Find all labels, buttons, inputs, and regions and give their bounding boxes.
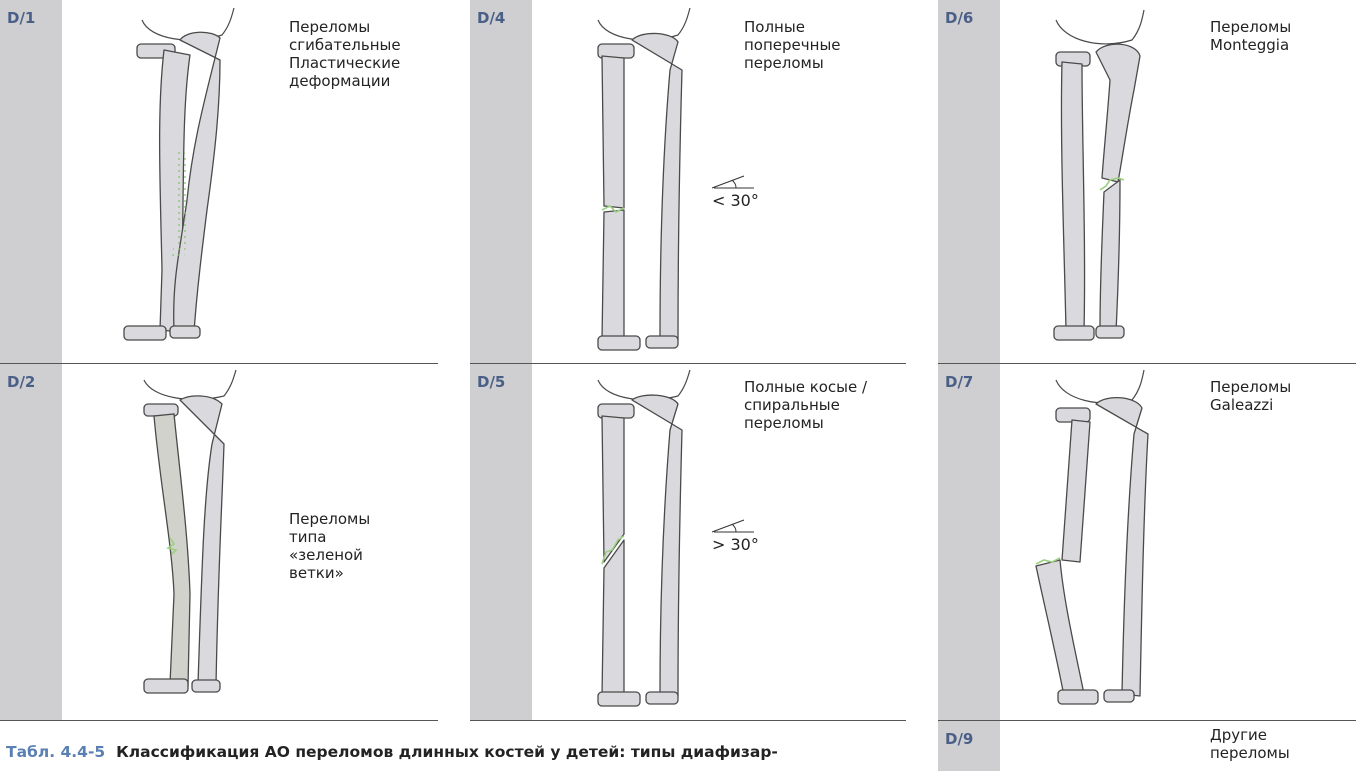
forearm-illustration — [1000, 0, 1356, 364]
forearm-illustration: < 30° — [532, 0, 906, 364]
radius-proximal — [602, 56, 624, 208]
panel-strip — [0, 0, 62, 364]
panel-strip — [0, 364, 62, 721]
radius-proximal — [602, 416, 624, 562]
panel-code: D/7 — [945, 373, 973, 391]
distal-radius — [598, 336, 640, 350]
radius-distal — [1036, 560, 1084, 696]
panel-code: D/4 — [477, 9, 505, 27]
panel-strip — [938, 364, 1000, 721]
panel-code: D/6 — [945, 9, 973, 27]
ulna-bone — [632, 33, 682, 340]
panel-caption: Другие переломы — [1210, 726, 1290, 762]
distal-radius — [598, 692, 640, 706]
panel-d1: D/1 Переломы сгибательные Пластические д… — [0, 0, 438, 364]
distal-ulna — [1104, 690, 1134, 702]
distal-radius — [124, 326, 166, 340]
panel-strip — [938, 0, 1000, 364]
forearm-illustration — [62, 364, 438, 721]
radius-bone — [1061, 62, 1084, 332]
angle-label: > 30° — [712, 535, 759, 554]
panel-d7: D/7 Переломы Galeazzi — [938, 364, 1356, 721]
panel-code: D/2 — [7, 373, 35, 391]
ulna-bone — [632, 395, 682, 696]
angle-label: < 30° — [712, 191, 759, 210]
forearm-illustration: > 30° — [532, 364, 906, 721]
ulna-distal — [1100, 180, 1120, 332]
forearm-illustration — [1000, 364, 1356, 721]
panel-strip — [470, 364, 532, 721]
ulna-bone — [1096, 398, 1148, 696]
distal-ulna — [170, 326, 200, 338]
distal-radius — [1054, 326, 1094, 340]
forearm-illustration — [62, 0, 438, 364]
distal-radius — [1058, 690, 1098, 704]
panel-d9: D/9 Другие переломы — [938, 721, 1356, 771]
angle-indicator: < 30° — [712, 176, 759, 210]
distal-ulna — [192, 680, 220, 692]
panel-code: D/5 — [477, 373, 505, 391]
panel-code: D/1 — [7, 9, 35, 27]
radius-distal — [602, 540, 624, 698]
distal-ulna — [646, 336, 678, 348]
panel-d2: D/2 Переломы типа «зеленой ветки» — [0, 364, 438, 721]
panel-code: D/9 — [945, 730, 973, 748]
table-caption-text: Классификация АО переломов длинных косте… — [116, 743, 778, 761]
distal-ulna — [1096, 326, 1124, 338]
distal-radius — [144, 679, 188, 693]
distal-ulna — [646, 692, 678, 704]
ulna-proximal — [1096, 44, 1140, 182]
radius-distal — [602, 210, 624, 342]
angle-indicator: > 30° — [712, 520, 759, 554]
table-caption: Табл. 4.4-5 Классификация АО переломов д… — [6, 743, 778, 761]
panel-strip — [470, 0, 532, 364]
panel-d6: D/6 Переломы Monteggia — [938, 0, 1356, 364]
table-caption-label: Табл. 4.4-5 — [6, 743, 105, 761]
panel-d5: D/5 Полные косые / спиральные переломы >… — [470, 364, 906, 721]
panel-d4: D/4 Полные поперечные переломы < 30° — [470, 0, 906, 364]
radius-bone — [154, 414, 190, 686]
radius-proximal — [1062, 420, 1090, 562]
